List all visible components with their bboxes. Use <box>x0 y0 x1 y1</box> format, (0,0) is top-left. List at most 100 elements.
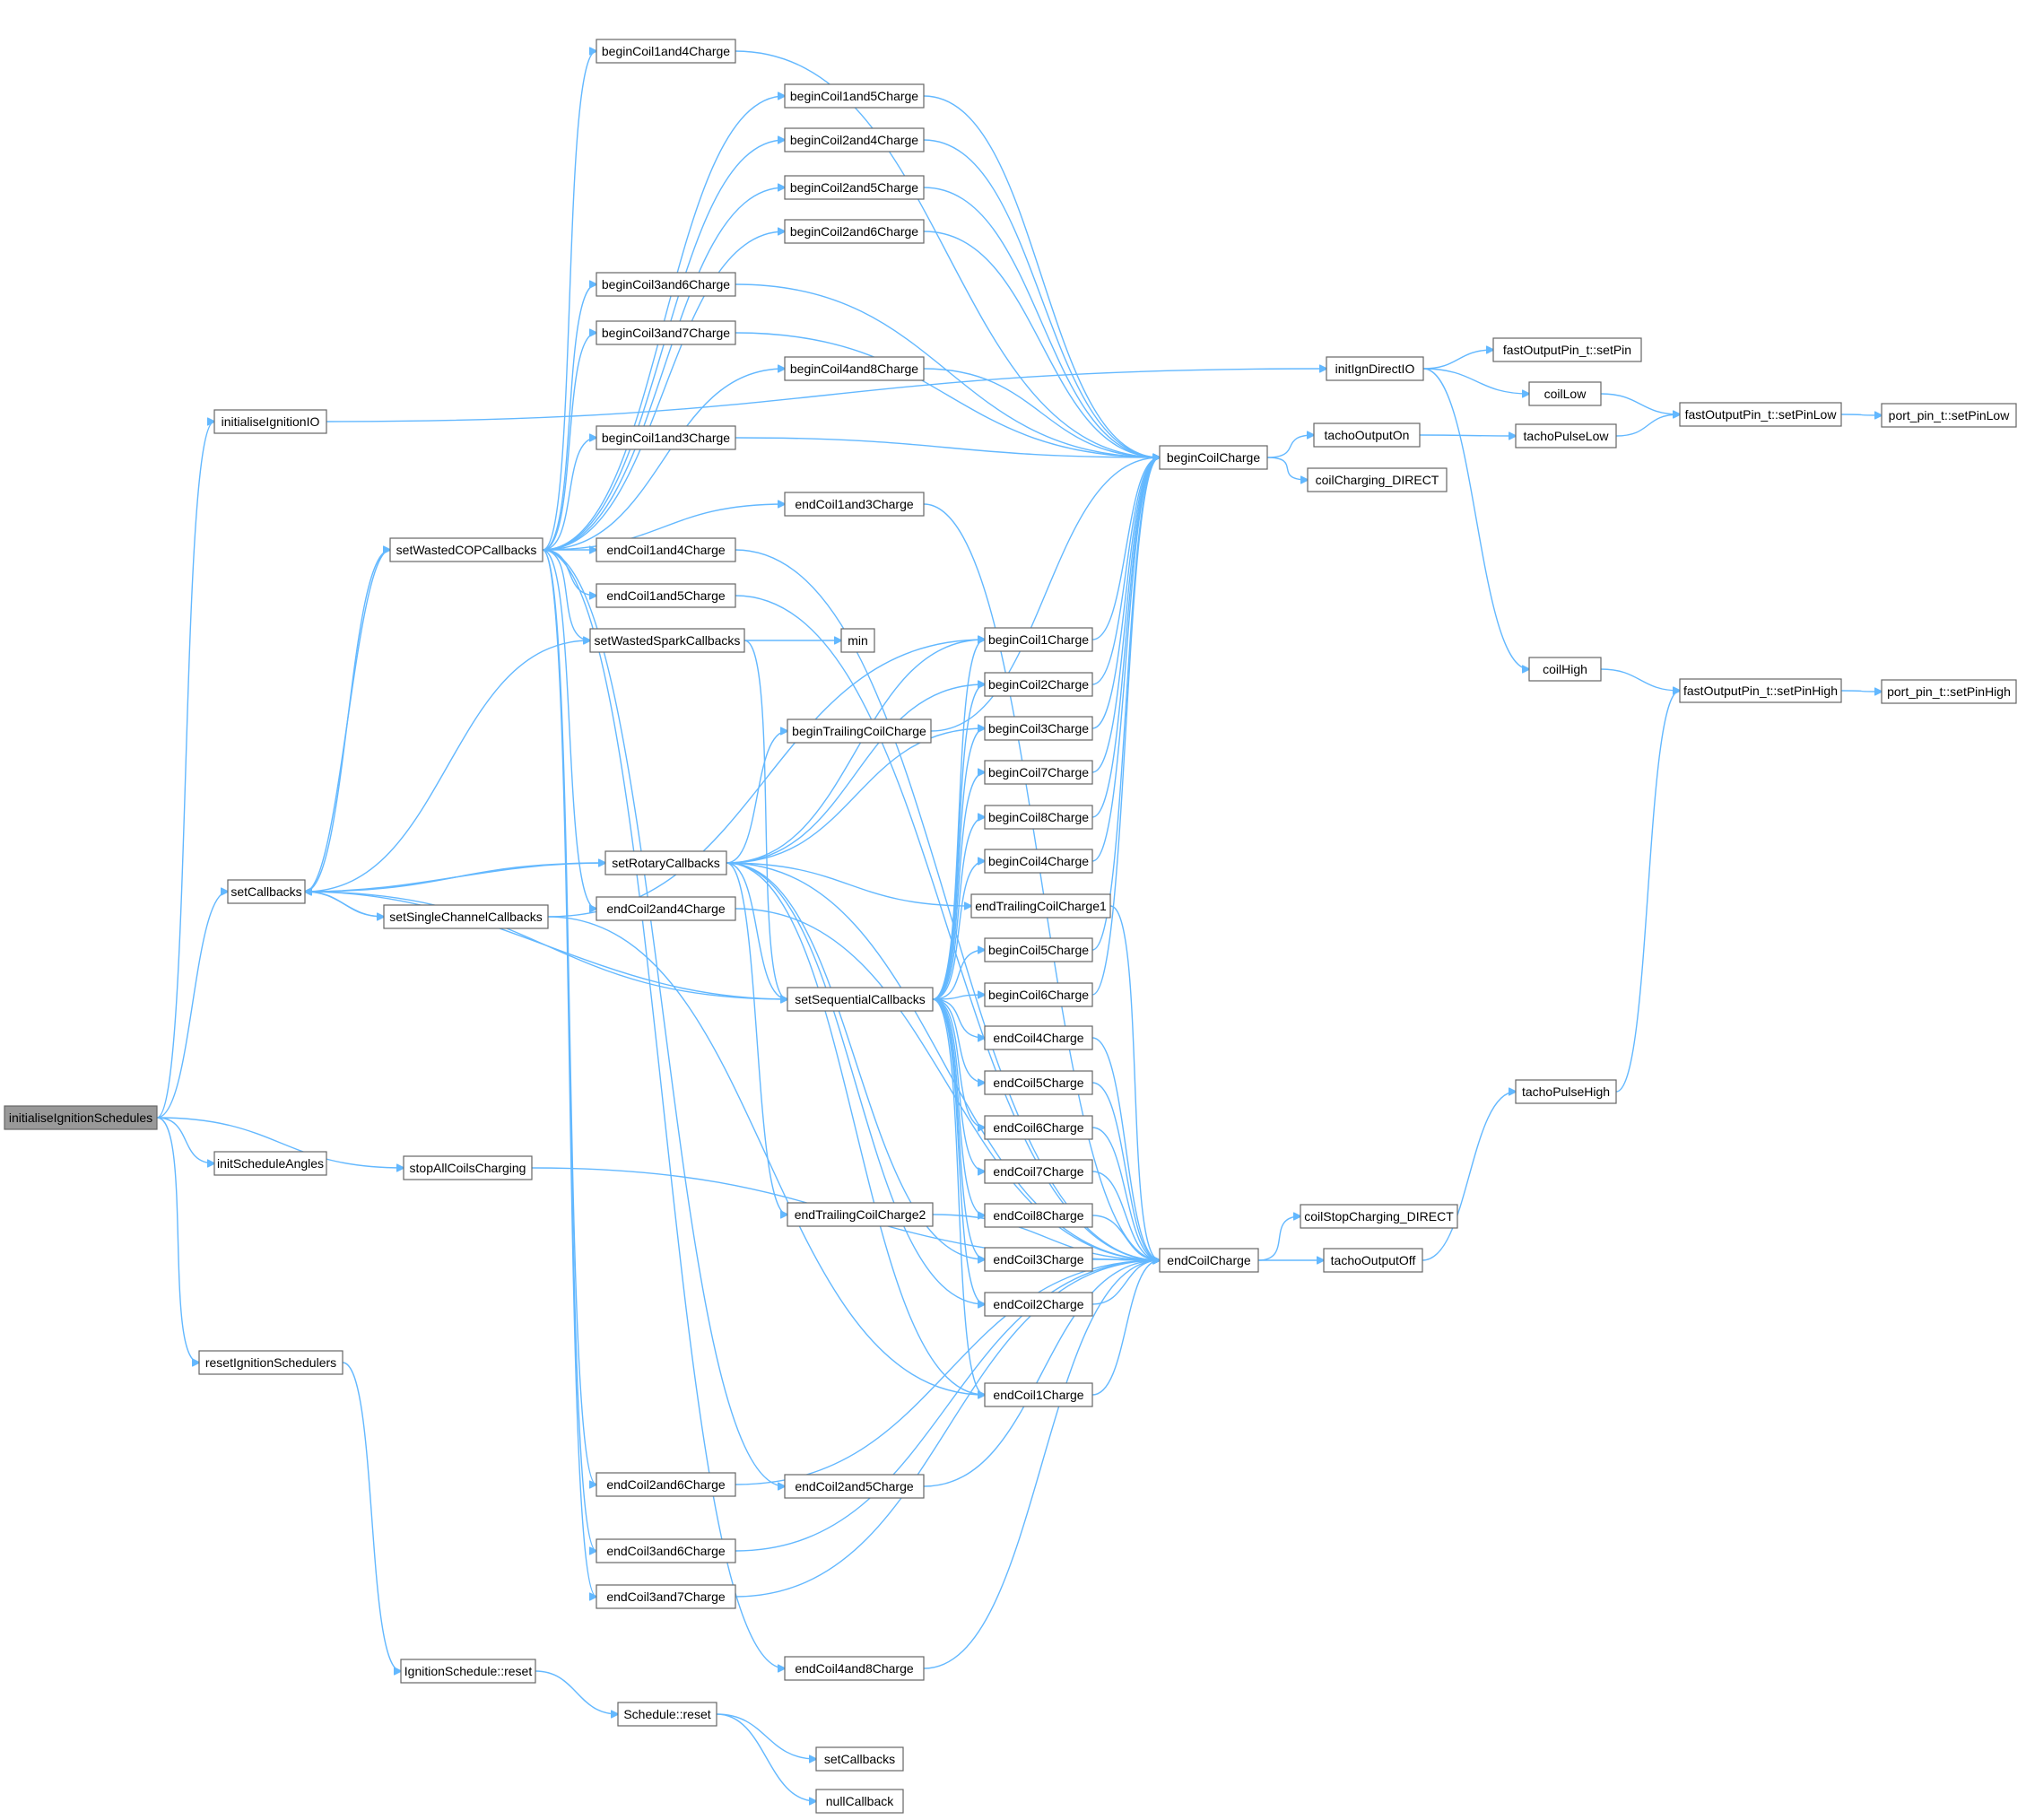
node-beginCoil6Charge[interactable]: beginCoil6Charge <box>984 982 1093 1007</box>
node-label: port_pin_t::setPinLow <box>1889 408 2011 422</box>
node-box <box>1300 1204 1458 1229</box>
node-port_pin_t_setPinHigh[interactable]: port_pin_t::setPinHigh <box>1881 679 2017 704</box>
node-endCoilCharge[interactable]: endCoilCharge <box>1159 1248 1259 1273</box>
node-fastOutputPin_t_setPinLow[interactable]: fastOutputPin_t::setPinLow <box>1679 402 1842 427</box>
edge-setRotaryCallbacks-to-endCoil2Charge <box>726 862 985 1304</box>
edge-setWastedCOPCallbacks-to-beginCoil3and7Charge <box>542 333 596 551</box>
node-setCallbacks2[interactable]: setCallbacks <box>815 1746 904 1772</box>
node-label: beginCoil2and4Charge <box>790 133 918 147</box>
node-label: setRotaryCallbacks <box>612 856 720 870</box>
node-label: beginCoil2and5Charge <box>790 180 918 195</box>
node-beginCoil1Charge[interactable]: beginCoil1Charge <box>984 627 1093 652</box>
node-box <box>1528 657 1602 682</box>
node-tachoPulseHigh[interactable]: tachoPulseHigh <box>1515 1079 1617 1104</box>
node-endCoil8Charge[interactable]: endCoil8Charge <box>984 1203 1093 1228</box>
node-stopAllCoilsCharging[interactable]: stopAllCoilsCharging <box>403 1155 533 1180</box>
node-label: fastOutputPin_t::setPinLow <box>1685 407 1838 422</box>
node-tachoOutputOff[interactable]: tachoOutputOff <box>1323 1248 1423 1273</box>
node-fastOutputPin_t_setPinHigh[interactable]: fastOutputPin_t::setPinHigh <box>1679 678 1842 703</box>
node-beginCoil2and4Charge[interactable]: beginCoil2and4Charge <box>784 127 925 152</box>
node-coilStopCharging_DIRECT[interactable]: coilStopCharging_DIRECT <box>1300 1204 1458 1229</box>
node-beginCoil2and6Charge[interactable]: beginCoil2and6Charge <box>784 219 925 244</box>
node-box <box>596 39 736 64</box>
node-endCoil4and8Charge[interactable]: endCoil4and8Charge <box>784 1656 925 1681</box>
edge-Schedule_reset-to-nullCallback <box>716 1713 816 1801</box>
node-endCoil1Charge[interactable]: endCoil1Charge <box>984 1382 1093 1407</box>
node-initIgnDirectIO[interactable]: initIgnDirectIO <box>1326 356 1424 381</box>
node-beginCoil2Charge[interactable]: beginCoil2Charge <box>984 672 1093 697</box>
node-Schedule_reset[interactable]: Schedule::reset <box>617 1702 717 1727</box>
node-endCoil1and4Charge[interactable]: endCoil1and4Charge <box>596 537 736 562</box>
edge-resetIgnitionSchedulers-to-IgnitionSchedule_reset <box>342 1362 401 1671</box>
node-tachoPulseLow[interactable]: tachoPulseLow <box>1515 423 1617 448</box>
node-beginCoil3and7Charge[interactable]: beginCoil3and7Charge <box>596 320 736 345</box>
node-box <box>1326 356 1424 381</box>
node-label: port_pin_t::setPinHigh <box>1887 684 2011 699</box>
node-setWastedCOPCallbacks[interactable]: setWastedCOPCallbacks <box>389 537 543 562</box>
node-beginTrailingCoilCharge[interactable]: beginTrailingCoilCharge <box>787 718 932 744</box>
node-endCoil1and5Charge[interactable]: endCoil1and5Charge <box>596 583 736 608</box>
edge-setSequentialCallbacks-to-setCallbacks <box>305 892 788 1000</box>
node-label: beginCoil3and7Charge <box>602 326 730 340</box>
node-IgnitionSchedule_reset[interactable]: IgnitionSchedule::reset <box>400 1659 536 1684</box>
node-tachoOutputOn[interactable]: tachoOutputOn <box>1313 422 1421 448</box>
node-endCoil1and3Charge[interactable]: endCoil1and3Charge <box>784 492 925 517</box>
node-beginCoil4Charge[interactable]: beginCoil4Charge <box>984 849 1093 874</box>
node-resetIgnitionSchedulers[interactable]: resetIgnitionSchedulers <box>198 1350 343 1375</box>
node-box <box>596 272 736 297</box>
node-beginCoil7Charge[interactable]: beginCoil7Charge <box>984 760 1093 785</box>
node-nullCallback[interactable]: nullCallback <box>815 1789 904 1814</box>
node-endCoil5Charge[interactable]: endCoil5Charge <box>984 1070 1093 1095</box>
node-endCoil3and7Charge[interactable]: endCoil3and7Charge <box>596 1584 736 1609</box>
node-initScheduleAngles[interactable]: initScheduleAngles <box>213 1151 327 1176</box>
node-port_pin_t_setPinLow[interactable]: port_pin_t::setPinLow <box>1881 403 2017 428</box>
node-setSingleChannelCallbacks[interactable]: setSingleChannelCallbacks <box>383 904 549 929</box>
node-beginCoil2and5Charge[interactable]: beginCoil2and5Charge <box>784 175 925 200</box>
node-beginCoil4and8Charge[interactable]: beginCoil4and8Charge <box>784 356 925 381</box>
node-endTrailingCoilCharge2[interactable]: endTrailingCoilCharge2 <box>787 1202 934 1227</box>
node-label: beginCoil5Charge <box>988 943 1089 957</box>
node-setRotaryCallbacks[interactable]: setRotaryCallbacks <box>604 850 727 875</box>
node-beginCoil5Charge[interactable]: beginCoil5Charge <box>984 937 1093 962</box>
node-beginCoilCharge[interactable]: beginCoilCharge <box>1159 445 1268 470</box>
node-label: endCoil1and3Charge <box>795 497 914 511</box>
node-beginCoil1and4Charge[interactable]: beginCoil1and4Charge <box>596 39 736 64</box>
node-beginCoil1and5Charge[interactable]: beginCoil1and5Charge <box>784 83 925 109</box>
node-setCallbacks[interactable]: setCallbacks <box>227 879 306 904</box>
node-endTrailingCoilCharge1[interactable]: endTrailingCoilCharge1 <box>970 893 1111 919</box>
edge-setWastedCOPCallbacks-to-beginCoil1and4Charge <box>542 51 596 551</box>
node-label: nullCallback <box>826 1794 894 1808</box>
node-label: beginCoil1Charge <box>988 632 1089 647</box>
edge-setSequentialCallbacks-to-endCoil7Charge <box>932 998 985 1171</box>
node-endCoil2and4Charge[interactable]: endCoil2and4Charge <box>596 896 736 921</box>
node-box <box>596 537 736 562</box>
node-box <box>984 849 1093 874</box>
node-beginCoil3Charge[interactable]: beginCoil3Charge <box>984 716 1093 741</box>
node-endCoil3Charge[interactable]: endCoil3Charge <box>984 1247 1093 1272</box>
node-coilLow[interactable]: coilLow <box>1528 381 1602 406</box>
node-label: endCoil3and6Charge <box>606 1544 726 1558</box>
node-setSequentialCallbacks[interactable]: setSequentialCallbacks <box>787 987 934 1012</box>
node-initialiseIgnitionSchedules[interactable]: initialiseIgnitionSchedules <box>4 1105 158 1130</box>
node-endCoil2and5Charge[interactable]: endCoil2and5Charge <box>784 1474 925 1499</box>
node-min[interactable]: min <box>840 628 875 653</box>
node-endCoil6Charge[interactable]: endCoil6Charge <box>984 1115 1093 1140</box>
node-box <box>984 1025 1093 1050</box>
node-endCoil3and6Charge[interactable]: endCoil3and6Charge <box>596 1538 736 1563</box>
node-endCoil2and6Charge[interactable]: endCoil2and6Charge <box>596 1472 736 1497</box>
node-beginCoil3and6Charge[interactable]: beginCoil3and6Charge <box>596 272 736 297</box>
node-coilCharging_DIRECT[interactable]: coilCharging_DIRECT <box>1307 467 1448 492</box>
node-endCoil4Charge[interactable]: endCoil4Charge <box>984 1025 1093 1050</box>
node-beginCoil1and3Charge[interactable]: beginCoil1and3Charge <box>596 425 736 450</box>
node-label: endCoil1and4Charge <box>606 543 726 557</box>
node-initialiseIgnitionIO[interactable]: initialiseIgnitionIO <box>213 409 327 434</box>
edge-initialiseIgnitionIO-to-initIgnDirectIO <box>326 369 1326 422</box>
node-fastOutputPin_t_setPin[interactable]: fastOutputPin_t::setPin <box>1492 337 1642 362</box>
node-beginCoil8Charge[interactable]: beginCoil8Charge <box>984 805 1093 830</box>
edge-IgnitionSchedule_reset-to-Schedule_reset <box>535 1670 618 1714</box>
node-endCoil7Charge[interactable]: endCoil7Charge <box>984 1159 1093 1184</box>
edge-setWastedCOPCallbacks-to-beginCoil1and3Charge <box>542 438 596 551</box>
node-coilHigh[interactable]: coilHigh <box>1528 657 1602 682</box>
node-endCoil2Charge[interactable]: endCoil2Charge <box>984 1292 1093 1317</box>
node-setWastedSparkCallbacks[interactable]: setWastedSparkCallbacks <box>589 628 745 653</box>
